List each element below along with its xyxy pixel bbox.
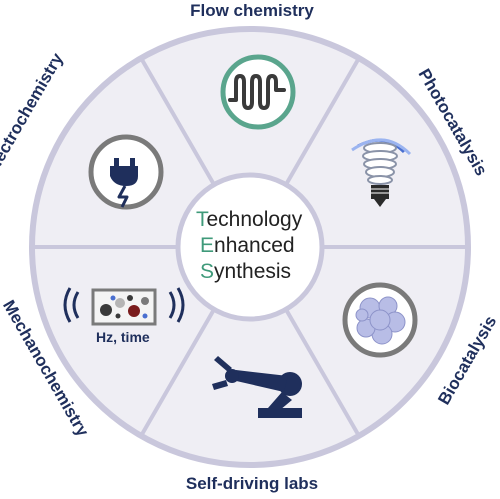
- wave-coil-icon: [220, 54, 296, 130]
- robot-arm-icon: [212, 356, 302, 418]
- center-line-enhanced: Enhanced: [200, 234, 295, 257]
- center-line-technology: Technology: [196, 208, 303, 231]
- center-line-synthesis: Synthesis: [200, 260, 291, 283]
- mechano-hz-time-label: Hz, time: [96, 329, 150, 345]
- center-hub: [175, 172, 325, 322]
- label-self-driving-labs: Self-driving labs: [186, 474, 318, 493]
- enzyme-icon: [342, 282, 418, 358]
- power-plug-icon: [88, 134, 164, 210]
- ball-mill-icon: Hz, time: [63, 287, 185, 345]
- light-bulb-icon: [351, 138, 412, 207]
- label-flow-chemistry: Flow chemistry: [190, 1, 314, 20]
